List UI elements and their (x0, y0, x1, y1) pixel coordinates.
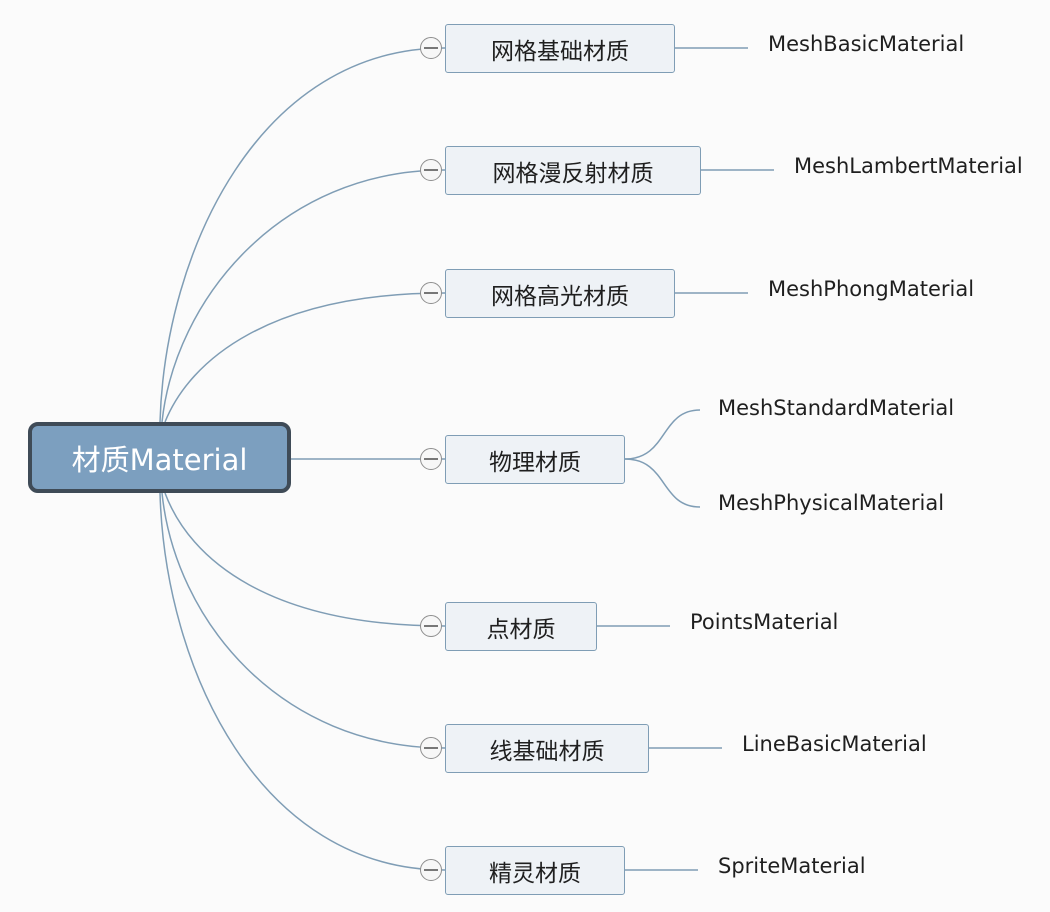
collapse-toggle-6[interactable] (420, 737, 442, 759)
leaf-topic-5[interactable]: PointsMaterial (690, 610, 839, 634)
connector-root-branch-3 (164, 292, 446, 423)
leaf-topic-7[interactable]: SpriteMaterial (718, 854, 866, 878)
branch-topic-1[interactable]: 网格基础材质 (445, 24, 675, 73)
branch-topic-5[interactable]: 点材质 (445, 602, 597, 651)
collapse-toggle-5[interactable] (420, 615, 442, 637)
connector-root-branch-7 (159, 492, 446, 871)
connector-root-branch-5 (164, 492, 446, 627)
root-topic[interactable]: 材质Material (28, 422, 291, 493)
branch-topic-6[interactable]: 线基础材质 (445, 724, 649, 773)
connector-leaf-4a (624, 409, 701, 460)
collapse-toggle-4[interactable] (420, 448, 442, 470)
leaf-topic-1[interactable]: MeshBasicMaterial (768, 32, 965, 56)
connector-root-branch-1 (159, 47, 446, 423)
branch-topic-3[interactable]: 网格高光材质 (445, 269, 675, 318)
branch-topic-2[interactable]: 网格漫反射材质 (445, 146, 701, 195)
branch-topic-4[interactable]: 物理材质 (445, 435, 625, 484)
collapse-toggle-1[interactable] (420, 37, 442, 59)
collapse-toggle-3[interactable] (420, 282, 442, 304)
collapse-toggle-7[interactable] (420, 859, 442, 881)
connector-root-branch-2 (161, 169, 446, 423)
branch-topic-7[interactable]: 精灵材质 (445, 846, 625, 895)
leaf-topic-4b[interactable]: MeshPhysicalMaterial (718, 491, 945, 515)
leaf-topic-2[interactable]: MeshLambertMaterial (794, 154, 1023, 178)
connector-leaf-4b (624, 458, 701, 508)
collapse-toggle-2[interactable] (420, 159, 442, 181)
connector-root-branch-6 (161, 492, 446, 749)
leaf-topic-4a[interactable]: MeshStandardMaterial (718, 396, 955, 420)
leaf-topic-3[interactable]: MeshPhongMaterial (768, 277, 975, 301)
leaf-topic-6[interactable]: LineBasicMaterial (742, 732, 927, 756)
